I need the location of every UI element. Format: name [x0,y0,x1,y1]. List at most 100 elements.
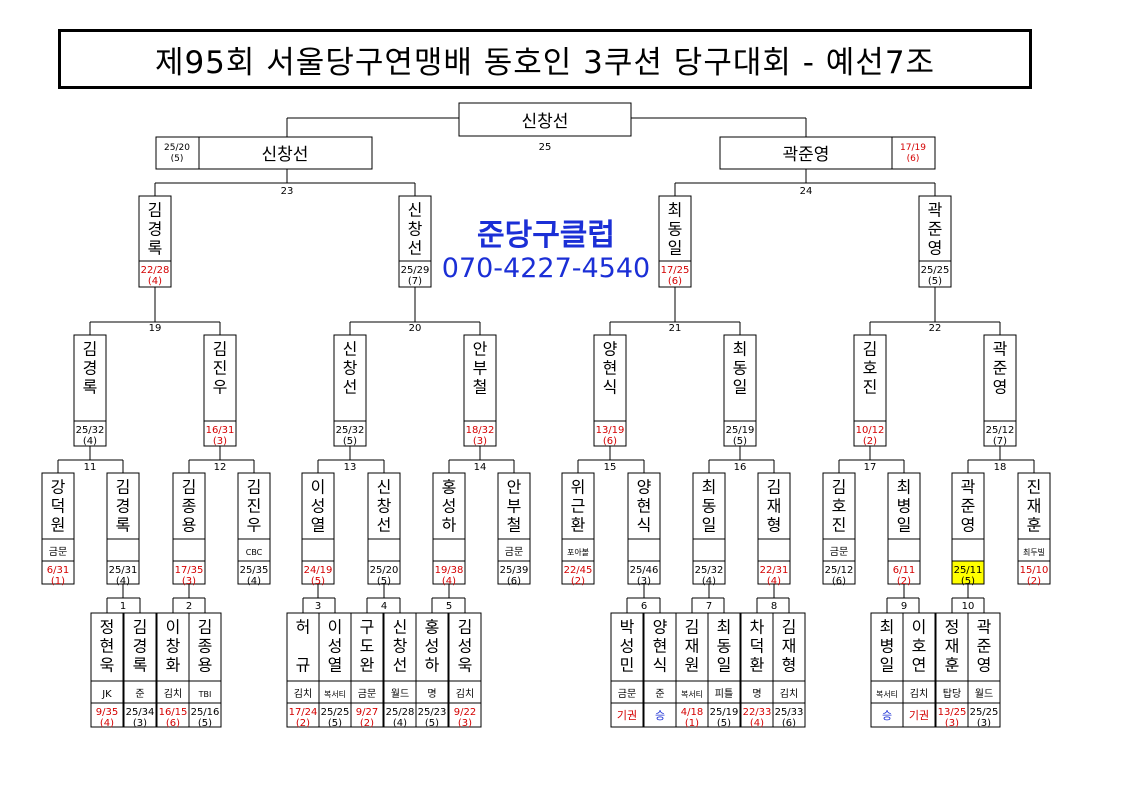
match-number: 24 [800,186,813,197]
name-char: 이 [166,618,181,637]
player-name: 김진우 [213,340,228,397]
name-char: 선 [377,516,392,535]
player-name-cell [740,612,774,682]
name-char: 식 [603,378,618,397]
player-innings: (7) [993,436,1007,447]
player-score: 25/25 [921,265,950,276]
name-char: 최 [880,618,895,637]
name-char: 안 [473,340,488,359]
player-name: 김재원 [685,618,700,675]
match-number: 16 [734,462,747,473]
final-winner-box [458,102,632,137]
club-cell [757,538,791,562]
match-number: 11 [84,462,97,473]
player-score: 25/12 [986,425,1015,436]
player-innings: (5) [928,276,942,287]
name-char: 동 [733,359,748,378]
player-score: 25/20 [370,565,399,576]
name-char: 식 [637,516,652,535]
name-char: 선 [343,378,358,397]
score-cell [497,560,531,585]
match-number: 10 [962,601,975,612]
player-name: 최동일 [702,478,717,535]
name-char: 훈 [945,656,960,675]
player-name: 이창화 [166,618,181,675]
name-char: 경 [116,497,131,516]
player-innings: (4) [442,576,456,587]
score-cell [1017,560,1051,585]
score-cell [772,702,806,728]
name-char: 창 [377,497,392,516]
match-number: 14 [474,462,487,473]
name-char: 완 [360,656,375,675]
player-name: 양현식 [637,478,652,535]
name-char: 창 [343,359,358,378]
club-name: 탑당 [943,688,961,700]
player-name: 김호진 [863,340,878,397]
score-cell [188,702,222,728]
name-char: 훈 [1027,516,1042,535]
name-char: 환 [750,656,765,675]
club-name: 금문 [618,688,636,700]
player-name-cell [448,612,482,682]
name-char: 준 [993,359,1008,378]
name-char: 근 [571,497,586,516]
player-score: 25/25 [321,707,350,718]
player-score: 25/32 [336,425,365,436]
player-innings: (4) [702,576,716,587]
name-char: 이 [311,478,326,497]
match-number: 17 [864,462,877,473]
player-name-cell [561,472,595,540]
player-name-cell [658,195,692,262]
player-innings: (4) [83,436,97,447]
player-score: 17/24 [289,707,318,718]
player-name-cell [853,334,887,422]
player-innings: (4) [247,576,261,587]
score-cell [237,560,271,585]
name-char: 김 [213,340,228,359]
match-number: 1 [120,601,126,612]
player-score: 9/27 [356,707,378,718]
player-score: 4/18 [681,707,703,718]
name-char: 구 [360,618,375,637]
name-char: 최 [717,618,732,637]
player-name: 김경록 [83,340,98,397]
match-number: 9 [901,601,907,612]
player-name-cell [301,472,335,540]
name-char: 동 [717,637,732,656]
name-char: 일 [897,516,912,535]
semi-score: 25/20 [164,143,190,153]
name-char: 병 [897,497,912,516]
name-char: 열 [328,656,343,675]
name-char: 영 [993,378,1008,397]
name-char: 영 [977,656,992,675]
player-score: 18/32 [466,425,495,436]
club-name: CBC [246,548,263,557]
name-char: 종 [198,637,213,656]
name-char: 창 [166,637,181,656]
match-number: 12 [214,462,227,473]
name-char: 부 [473,359,488,378]
name-char: 열 [311,516,326,535]
club-name: 김치 [910,688,928,700]
player-name: 이성열 [311,478,326,535]
name-char: 용 [182,516,197,535]
score-cell [415,702,449,728]
player-innings: (5) [961,576,975,587]
name-char: 형 [767,516,782,535]
match-number: 13 [344,462,357,473]
match-number: 8 [771,601,777,612]
player-name: 최동일 [733,340,748,397]
name-char: 록 [83,378,98,397]
name-char: 곽 [961,478,976,497]
player-name-cell [593,334,627,422]
player-name-cell [172,472,206,540]
score-cell [561,560,595,585]
score-cell [90,702,124,728]
name-char: 화 [166,656,181,675]
name-char: 곽 [993,340,1008,359]
player-score: 22/33 [743,707,772,718]
player-innings: (5) [377,576,391,587]
name-char: 김 [133,618,148,637]
player-score: 25/28 [386,707,415,718]
